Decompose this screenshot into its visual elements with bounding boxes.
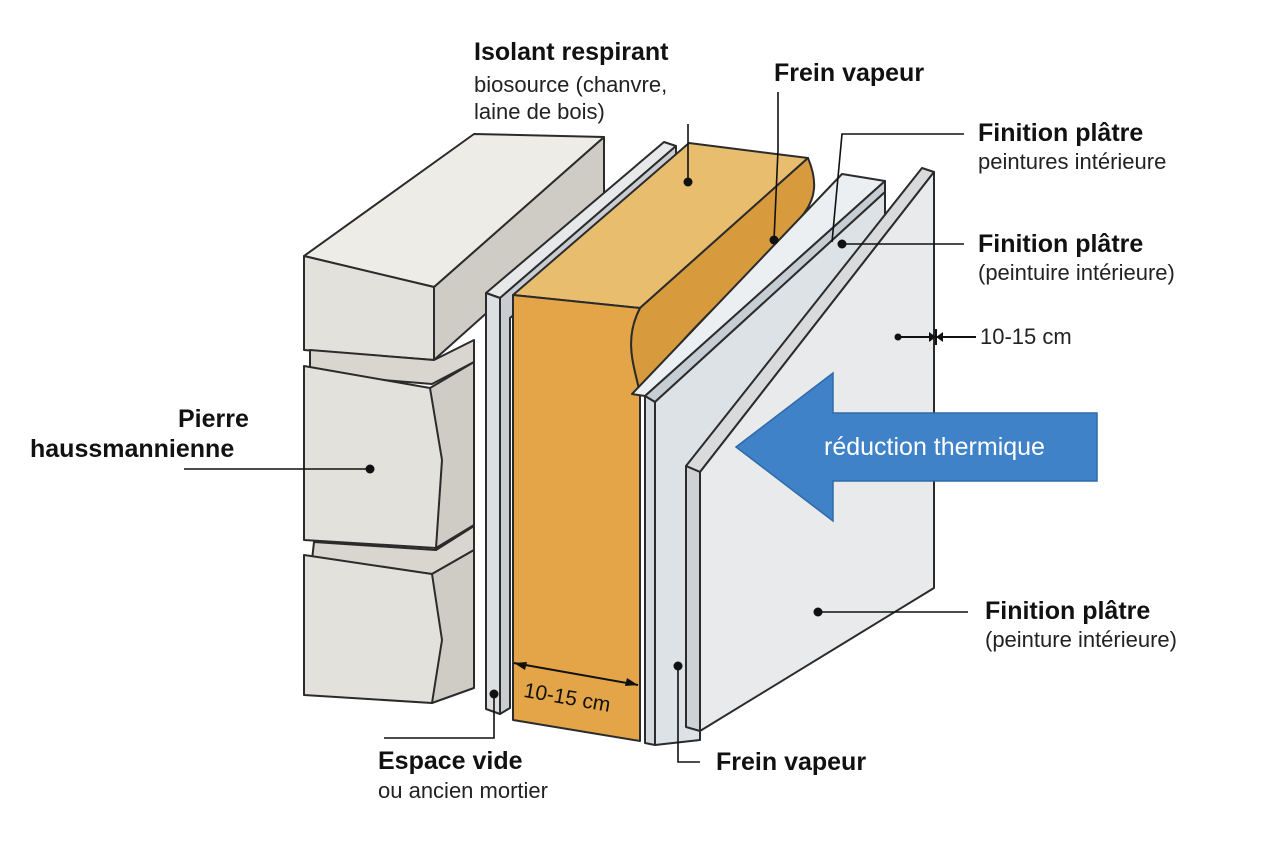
- vapor-barrier-face: [644, 395, 656, 746]
- isolant-title: Isolant respirant: [474, 38, 669, 66]
- thickness-dimension-right: [894, 329, 976, 345]
- finition-platre-2-subtitle: (peintuire intérieure): [978, 260, 1175, 285]
- finition-platre-1-title: Finition plâtre: [978, 119, 1144, 147]
- isolant-subtitle-line-2: laine de bois): [474, 99, 605, 124]
- leader-espace-vide: [384, 694, 495, 739]
- finition-platre-2-title: Finition plâtre: [978, 230, 1144, 258]
- stone-block-bottom-face: [303, 554, 443, 704]
- espace-vide-title: Espace vide: [378, 747, 523, 775]
- thickness-right-label: 10-15 cm: [980, 324, 1072, 349]
- air-gap-board-face: [485, 292, 501, 715]
- heat-reduction-arrow: [734, 371, 1098, 523]
- leader-frein-vapeur-top: [773, 92, 779, 241]
- leader-lines: [184, 92, 968, 763]
- pierre-label-line-1: Pierre: [178, 405, 249, 433]
- leader-dots: [365, 177, 847, 699]
- finition-platre-3-subtitle: (peinture intérieure): [985, 627, 1177, 652]
- isolant-subtitle-line-1: biosource (chanvre,: [474, 72, 668, 97]
- finition-platre-3-title: Finition plâtre: [985, 597, 1151, 625]
- frein-vapeur-top-label: Frein vapeur: [774, 59, 925, 87]
- stone-wall: [303, 133, 605, 704]
- plaster-board-front-edge: [685, 465, 701, 732]
- leader-finition-1: [831, 133, 964, 243]
- heat-reduction-label: réduction thermique: [824, 433, 1045, 461]
- leader-frein-vapeur-bottom: [677, 666, 700, 763]
- finition-platre-1-subtitle: peintures intérieure: [978, 149, 1167, 174]
- insulation-face: [512, 294, 641, 742]
- stone-block-middle-face: [303, 365, 443, 549]
- thickness-dimension-bottom: [513, 662, 639, 686]
- insulation-layer: [512, 142, 816, 742]
- espace-vide-subtitle: ou ancien mortier: [378, 778, 548, 803]
- frein-vapeur-bottom-label: Frein vapeur: [716, 748, 867, 776]
- pierre-label-line-2: haussmannienne: [30, 435, 235, 463]
